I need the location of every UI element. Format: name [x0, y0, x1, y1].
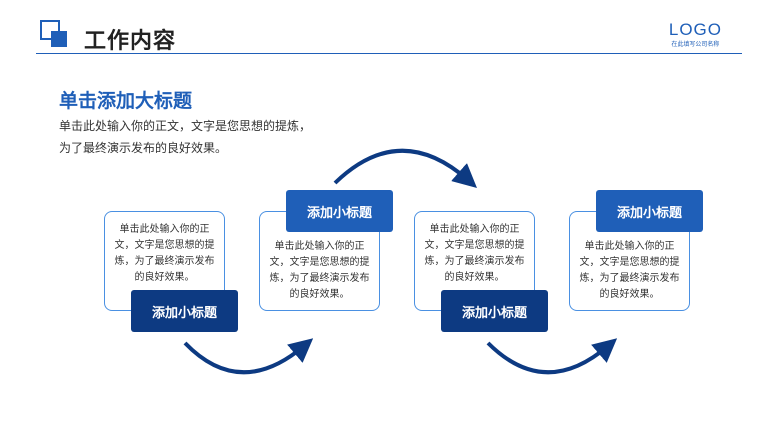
- header-squares-icon: [40, 20, 67, 47]
- step-text-1[interactable]: 单击此处输入你的正文，文字是您思想的提炼，为了最终演示发布的良好效果。: [114, 224, 215, 283]
- intro-paragraph[interactable]: 单击此处输入你的正文，文字是您思想的提炼，为了最终演示发布的良好效果。: [59, 119, 312, 155]
- arc-arrow-bottom-left: [183, 338, 314, 375]
- step-text-4[interactable]: 单击此处输入你的正文，文字是您思想的提炼，为了最终演示发布的良好效果。: [579, 241, 680, 300]
- page-title: 工作内容: [84, 29, 177, 54]
- logo-text: LOGO: [668, 20, 722, 39]
- arc-arrow-top: [333, 148, 478, 188]
- main-heading[interactable]: 单击添加大标题: [59, 90, 193, 112]
- step-label-3[interactable]: 添加小标题: [441, 290, 548, 332]
- logo: LOGO 在此填写公司名称: [669, 21, 722, 48]
- step-text-2[interactable]: 单击此处输入你的正文，文字是您思想的提炼，为了最终演示发布的良好效果。: [269, 241, 370, 300]
- step-label-2[interactable]: 添加小标题: [286, 190, 393, 232]
- step-text-3[interactable]: 单击此处输入你的正文，文字是您思想的提炼，为了最终演示发布的良好效果。: [424, 224, 525, 283]
- step-label-4[interactable]: 添加小标题: [596, 190, 703, 232]
- logo-subtitle: 在此填写公司名称: [671, 41, 720, 48]
- arc-arrow-bottom-right: [486, 338, 618, 375]
- header-divider: [36, 53, 742, 54]
- step-label-1[interactable]: 添加小标题: [131, 290, 238, 332]
